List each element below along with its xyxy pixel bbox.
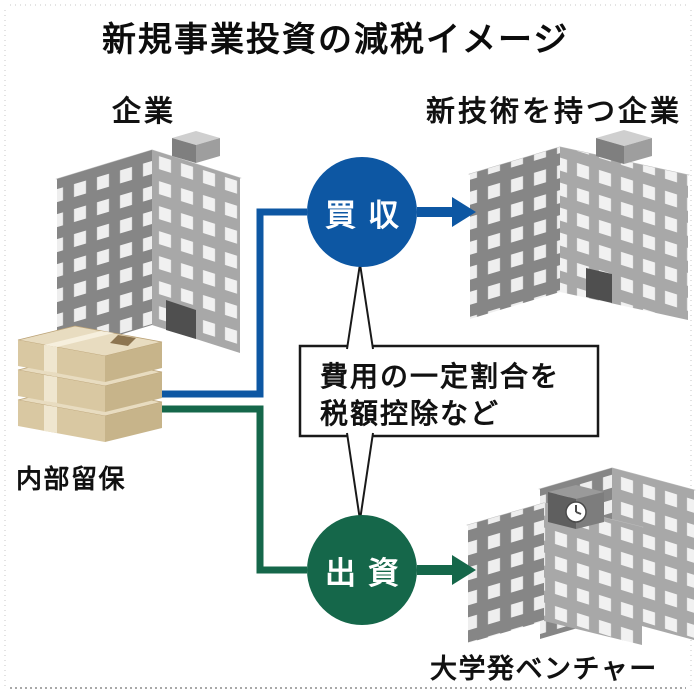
venture-building-icon xyxy=(466,467,696,645)
acquisition-arrow xyxy=(417,197,476,227)
callout-text-line1: 費用の一定割合を xyxy=(320,361,561,392)
investment-node-circle xyxy=(307,515,417,625)
money-seal xyxy=(110,335,136,346)
tax-credit-callout-box xyxy=(298,344,600,438)
diagram-title: 新規事業投資の減税イメージ xyxy=(102,21,570,59)
acquisition-connector-line xyxy=(150,208,307,398)
callout-pointer-down xyxy=(346,432,374,521)
clock-icon xyxy=(548,485,604,529)
acquisition-node-circle xyxy=(307,157,417,267)
label-university-venture: 大学発ベンチャー xyxy=(430,654,658,684)
label-internal-reserves: 内部留保 xyxy=(16,464,127,494)
entrance-door xyxy=(166,300,196,339)
company-building-icon xyxy=(55,131,242,354)
callout-text-line2: 税額控除など xyxy=(320,398,501,429)
money-stack-icon xyxy=(17,325,163,442)
investment-arrow xyxy=(417,555,476,585)
tech-company-building-icon xyxy=(468,130,690,320)
label-company: 企業 xyxy=(112,96,177,128)
acquisition-node-label: 買収 xyxy=(325,197,411,233)
callout-pointer-up xyxy=(346,263,374,350)
investment-node-label: 出資 xyxy=(325,555,411,591)
investment-connector-line xyxy=(150,405,307,574)
entrance-door xyxy=(586,268,612,303)
label-tech-company: 新技術を持つ企業 xyxy=(426,96,683,128)
